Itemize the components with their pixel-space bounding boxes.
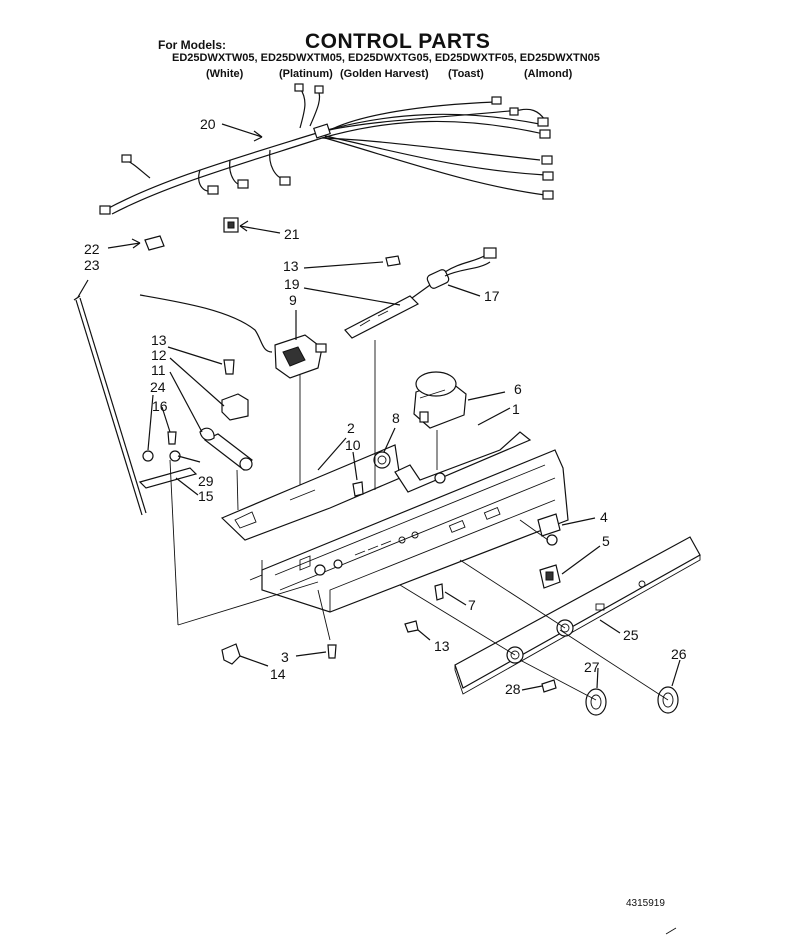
thermistor-part-19 [344, 295, 420, 339]
callout-2: 2 [347, 420, 355, 436]
control-panel-part-25 [454, 536, 701, 695]
footer-mark [665, 927, 677, 935]
callout-16: 16 [152, 398, 168, 414]
callout-numbers: 1 2 3 4 5 6 7 8 9 10 11 12 13 13 13 14 1… [84, 116, 687, 697]
color-golden-harvest: (Golden Harvest) [340, 68, 429, 80]
screw-part-13a [385, 255, 401, 267]
shaft-part-11 [199, 427, 253, 471]
screw-part-3 [327, 644, 337, 659]
callout-19: 19 [284, 276, 300, 292]
control-housing-part-1 [249, 431, 569, 613]
callout-15: 15 [198, 488, 214, 504]
timer-part-6 [413, 371, 467, 429]
callout-3: 3 [281, 649, 289, 665]
screw-part-10 [352, 481, 364, 497]
callout-11: 11 [151, 362, 166, 378]
color-almond: (Almond) [524, 68, 573, 80]
switch-part-4 [537, 513, 561, 546]
lever-part-15 [138, 467, 198, 489]
callout-13-left: 13 [151, 332, 167, 348]
callout-20: 20 [200, 116, 216, 132]
bracket-part-22 [144, 235, 165, 251]
screw-part-7 [434, 583, 444, 601]
callout-17: 17 [484, 288, 500, 304]
callout-23: 23 [84, 257, 100, 273]
callout-29: 29 [198, 473, 214, 489]
rod-part-23 [73, 295, 147, 516]
callout-9: 9 [289, 292, 297, 308]
callout-7: 7 [468, 597, 476, 613]
callout-25: 25 [623, 627, 639, 643]
callout-5: 5 [602, 533, 610, 549]
color-toast: (Toast) [448, 68, 484, 80]
page-title: CONTROL PARTS [305, 30, 491, 53]
callout-21: 21 [284, 226, 300, 242]
callout-26: 26 [671, 646, 687, 662]
callout-4: 4 [600, 509, 608, 525]
model-numbers: ED25DWXTW05, ED25DWXTM05, ED25DWXTG05, E… [172, 52, 600, 64]
callout-leaders [77, 123, 681, 691]
screw-part-13c [404, 620, 419, 633]
color-platinum: (Platinum) [279, 68, 333, 80]
callout-27: 27 [584, 659, 600, 675]
callout-14: 14 [270, 666, 286, 682]
switch-part-9 [139, 294, 327, 379]
callout-13-top: 13 [283, 258, 299, 274]
for-models-label: For Models: [158, 38, 226, 52]
sensor-part-17 [411, 247, 497, 299]
callout-8: 8 [392, 410, 400, 426]
callout-1: 1 [512, 401, 520, 417]
callout-22: 22 [84, 241, 100, 257]
callout-10: 10 [345, 437, 361, 453]
callout-28: 28 [505, 681, 521, 697]
clip-part-28 [541, 679, 557, 693]
clip-part-14 [221, 643, 241, 665]
screw-part-16 [167, 431, 177, 445]
color-white: (White) [206, 68, 244, 80]
grommet-part-8 [373, 451, 391, 469]
callout-13-bottom: 13 [434, 638, 450, 654]
wiring-harness [99, 83, 554, 215]
assembly-guide-lines [169, 340, 669, 701]
header: For Models: CONTROL PARTS ED25DWXTW05, E… [0, 0, 800, 90]
bracket-part-12 [221, 393, 249, 421]
callout-6: 6 [514, 381, 522, 397]
callout-12: 12 [151, 347, 167, 363]
screw-part-13b [223, 359, 235, 375]
knob-part-27 [585, 688, 607, 716]
doc-number: 4315919 [626, 898, 665, 909]
washer-part-24 [142, 450, 154, 462]
callout-24: 24 [150, 379, 166, 395]
